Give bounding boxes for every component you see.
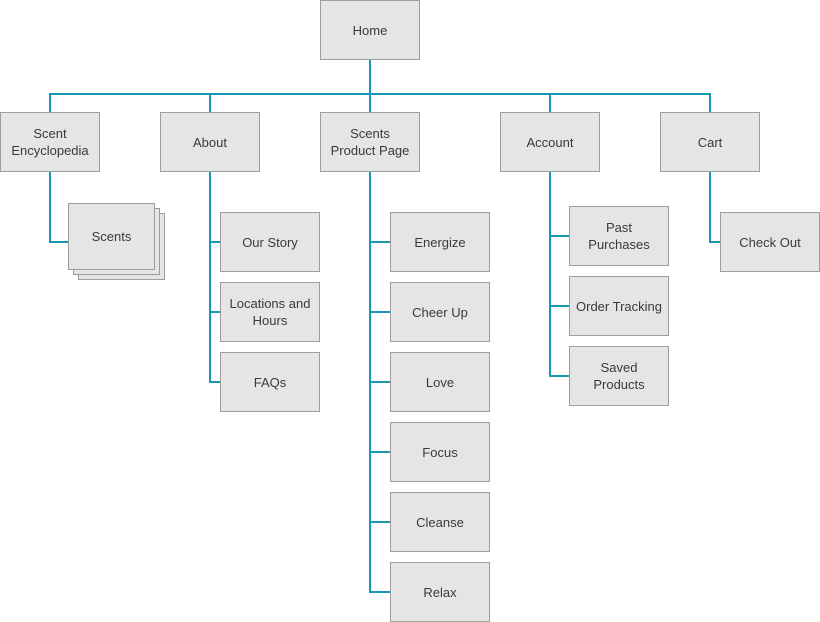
node-check-out: Check Out: [720, 212, 820, 272]
node-scent-encyclopedia: Scent Encyclopedia: [0, 112, 100, 172]
node-about: About: [160, 112, 260, 172]
node-our-story: Our Story: [220, 212, 320, 272]
node-cheer-up: Cheer Up: [390, 282, 490, 342]
node-home: Home: [320, 0, 420, 60]
node-locations-and-hours: Locations and Hours: [220, 282, 320, 342]
node-scents-product-page: Scents Product Page: [320, 112, 420, 172]
node-focus: Focus: [390, 422, 490, 482]
node-faqs: FAQs: [220, 352, 320, 412]
node-account: Account: [500, 112, 600, 172]
node-cart: Cart: [660, 112, 760, 172]
node-love: Love: [390, 352, 490, 412]
node-relax: Relax: [390, 562, 490, 622]
node-saved-products: Saved Products: [569, 346, 669, 406]
node-cleanse: Cleanse: [390, 492, 490, 552]
node-scents: Scents: [68, 203, 155, 270]
node-energize: Energize: [390, 212, 490, 272]
node-order-tracking: Order Tracking: [569, 276, 669, 336]
node-past-purchases: Past Purchases: [569, 206, 669, 266]
